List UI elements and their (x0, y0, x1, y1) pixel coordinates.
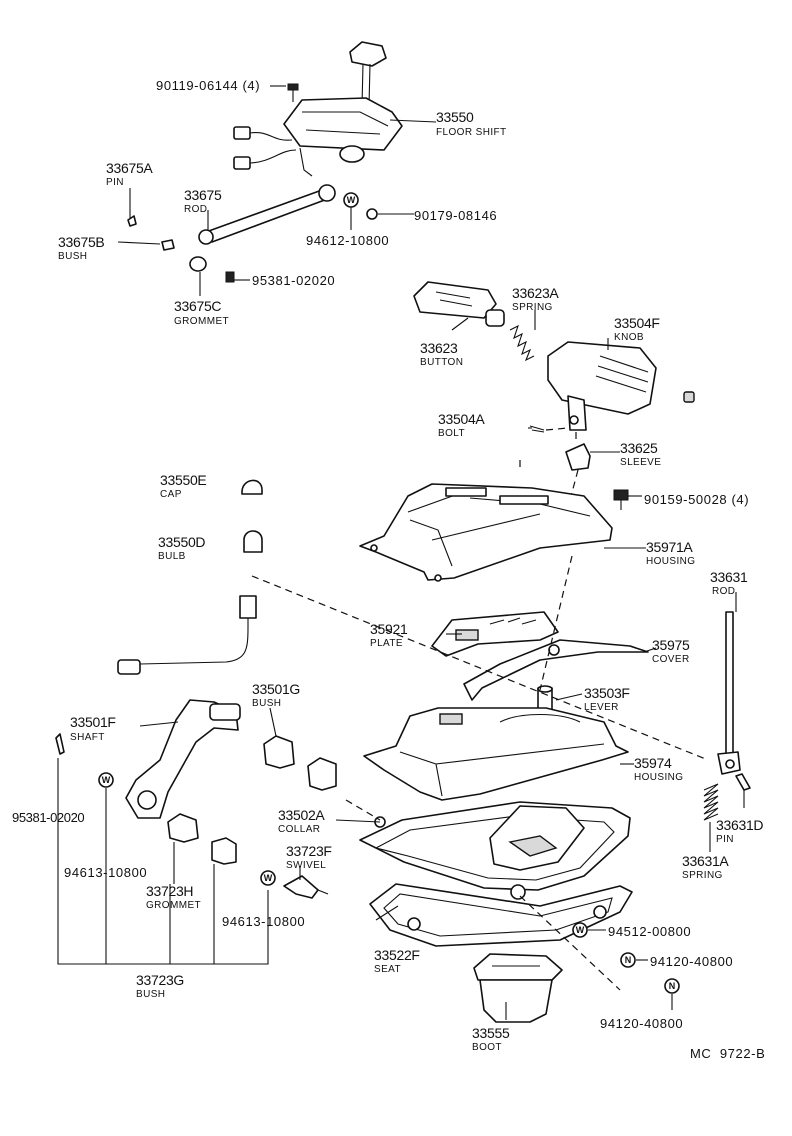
part-name: ROD (184, 204, 207, 215)
part-name: SPRING (512, 302, 553, 313)
part-number: 33550D (158, 534, 205, 550)
part-number: 33623 (420, 340, 458, 356)
part-name: BUSH (252, 698, 281, 709)
part-number: 33723H (146, 883, 193, 899)
housing-35971a (359, 483, 613, 582)
housing-35974 (363, 707, 629, 801)
part-name: SLEEVE (620, 457, 661, 468)
part-number: 33522F (374, 947, 420, 963)
part-name: PLATE (370, 638, 403, 649)
part-name: HOUSING (634, 772, 683, 783)
svg-text:N: N (669, 981, 676, 991)
part-name: HOUSING (646, 556, 695, 567)
part-number: 94512-00800 (608, 924, 691, 939)
part-number: 35974 (634, 755, 672, 771)
part-number: 33675 (184, 187, 222, 203)
part-number: 90119-06144 (4) (156, 78, 260, 93)
svg-text:W: W (576, 925, 585, 935)
svg-text:W: W (347, 195, 356, 205)
part-number: 90179-08146 (414, 208, 497, 223)
part-number: 33675A (106, 160, 153, 176)
part-number: 33631A (682, 853, 729, 869)
part-number: 33550 (436, 109, 474, 125)
part-number: 95381-02020 (12, 810, 84, 825)
part-number: 94120-40800 (650, 954, 733, 969)
part-name: SHAFT (70, 732, 105, 743)
part-name: KNOB (614, 332, 644, 343)
part-name: BUTTON (420, 357, 463, 368)
part-name: ROD (712, 586, 735, 597)
part-number: 94613-10800 (222, 914, 305, 929)
part-name: SPRING (682, 870, 723, 881)
shaft-33501f (55, 699, 386, 899)
part-name: COLLAR (278, 824, 320, 835)
part-name: FLOOR SHIFT (436, 127, 507, 138)
cover-35975 (463, 639, 649, 701)
part-number: 33550E (160, 472, 206, 488)
part-name: SEAT (374, 964, 401, 975)
part-number: 35975 (652, 637, 690, 653)
part-name: COVER (652, 654, 690, 665)
part-labels: 90119-06144 (4) 33550 FLOOR SHIFT 33675A… (12, 78, 765, 1061)
part-name: BULB (158, 551, 186, 562)
part-number: 33623A (512, 285, 559, 301)
diagram-code: MC 9722-B (690, 1046, 765, 1061)
part-number: 33504F (614, 315, 660, 331)
part-number: 33631D (716, 817, 763, 833)
part-name: PIN (106, 177, 124, 188)
part-number: 33555 (472, 1025, 510, 1041)
cap-bulb (241, 479, 263, 553)
svg-text:N: N (625, 955, 632, 965)
part-number: 94120-40800 (600, 1016, 683, 1031)
part-number: 33503F (584, 685, 630, 701)
part-name: GROMMET (174, 316, 229, 327)
part-name: PIN (716, 834, 734, 845)
part-name: BUSH (136, 989, 165, 1000)
part-name: SWIVEL (286, 860, 326, 871)
svg-text:W: W (264, 873, 273, 883)
centerlines (251, 460, 709, 991)
part-number: 33723G (136, 972, 184, 988)
socket-wiring (117, 595, 257, 675)
leader-lines (57, 85, 745, 1020)
part-number: 94612-10800 (306, 233, 389, 248)
base-bracket (359, 801, 633, 947)
part-number: 33504A (438, 411, 485, 427)
part-name: GROMMET (146, 900, 201, 911)
rod-33631 (703, 611, 751, 821)
part-number: 94613-10800 (64, 865, 147, 880)
part-name: CAP (160, 489, 182, 500)
washer-markers: W W W W N N (98, 192, 680, 994)
part-number: 33631 (710, 569, 748, 585)
part-number: 33723F (286, 843, 332, 859)
part-name: BOLT (438, 428, 465, 439)
svg-text:W: W (102, 775, 111, 785)
part-name: LEVER (584, 702, 619, 713)
rod-33675 (127, 184, 378, 283)
part-number: 35921 (370, 621, 408, 637)
part-number: 90159-50028 (4) (644, 492, 749, 507)
boot-33555 (473, 953, 563, 1023)
plate-35921 (431, 611, 559, 657)
part-number: 33675C (174, 298, 221, 314)
part-number: 35971A (646, 539, 693, 555)
part-number: 33501G (252, 681, 300, 697)
floor-shift-assembly (233, 41, 403, 177)
part-number: 33501F (70, 714, 116, 730)
part-name: BUSH (58, 251, 87, 262)
part-number: 95381-02020 (252, 273, 335, 288)
part-name: BOOT (472, 1042, 502, 1053)
part-number: 33675B (58, 234, 104, 250)
part-number: 33625 (620, 440, 658, 456)
knob-group (413, 281, 695, 510)
part-number: 33502A (278, 807, 325, 823)
